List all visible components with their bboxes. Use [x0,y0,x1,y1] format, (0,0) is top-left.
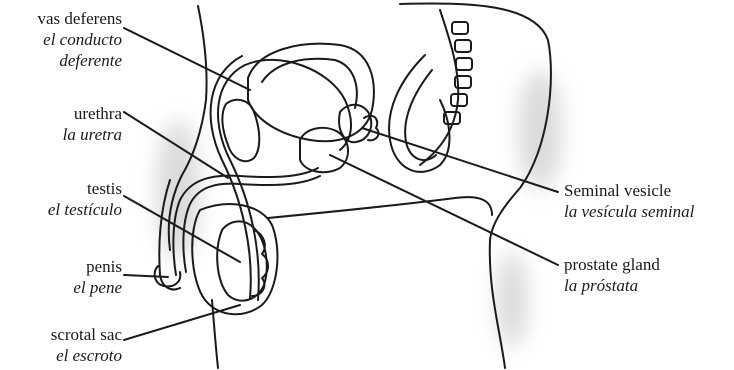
label-scrotal-sac-es: el escroto [51,345,122,366]
label-vas-deferens: vas deferens el conducto deferente [38,8,123,71]
label-urethra: urethra la uretra [63,103,122,145]
leader-vas-deferens [124,28,250,90]
label-prostate-gland-en: prostate gland [564,254,660,275]
label-vas-deferens-es-line1: el conducto [38,29,123,50]
label-penis-en: penis [73,256,122,277]
label-testis-es: el testículo [48,199,122,220]
label-penis: penis el pene [73,256,122,298]
epididymis [252,230,268,296]
label-seminal-vesicle-es: la vesícula seminal [564,201,694,222]
label-scrotal-sac-en: scrotal sac [51,324,122,345]
label-prostate-gland: prostate gland la próstata [564,254,660,296]
label-testis: testis el testículo [48,178,122,220]
label-vas-deferens-en: vas deferens [38,8,123,29]
groin-contour [268,197,492,218]
leader-scrotal-sac [124,305,240,340]
label-seminal-vesicle-en: Seminal vesicle [564,180,694,201]
label-urethra-es: la uretra [63,124,122,145]
vas-deferens [218,60,351,300]
label-vas-deferens-es-line2: deferente [38,50,123,71]
label-testis-en: testis [48,178,122,199]
label-penis-es: el pene [73,277,122,298]
label-seminal-vesicle: Seminal vesicle la vesícula seminal [564,180,694,222]
label-scrotal-sac: scrotal sac el escroto [51,324,122,366]
leader-penis [124,275,168,277]
pubic-bone [222,100,259,161]
leader-prostate [330,155,558,265]
label-urethra-en: urethra [63,103,122,124]
bladder-inner [262,59,357,108]
label-prostate-gland-es: la próstata [564,275,660,296]
